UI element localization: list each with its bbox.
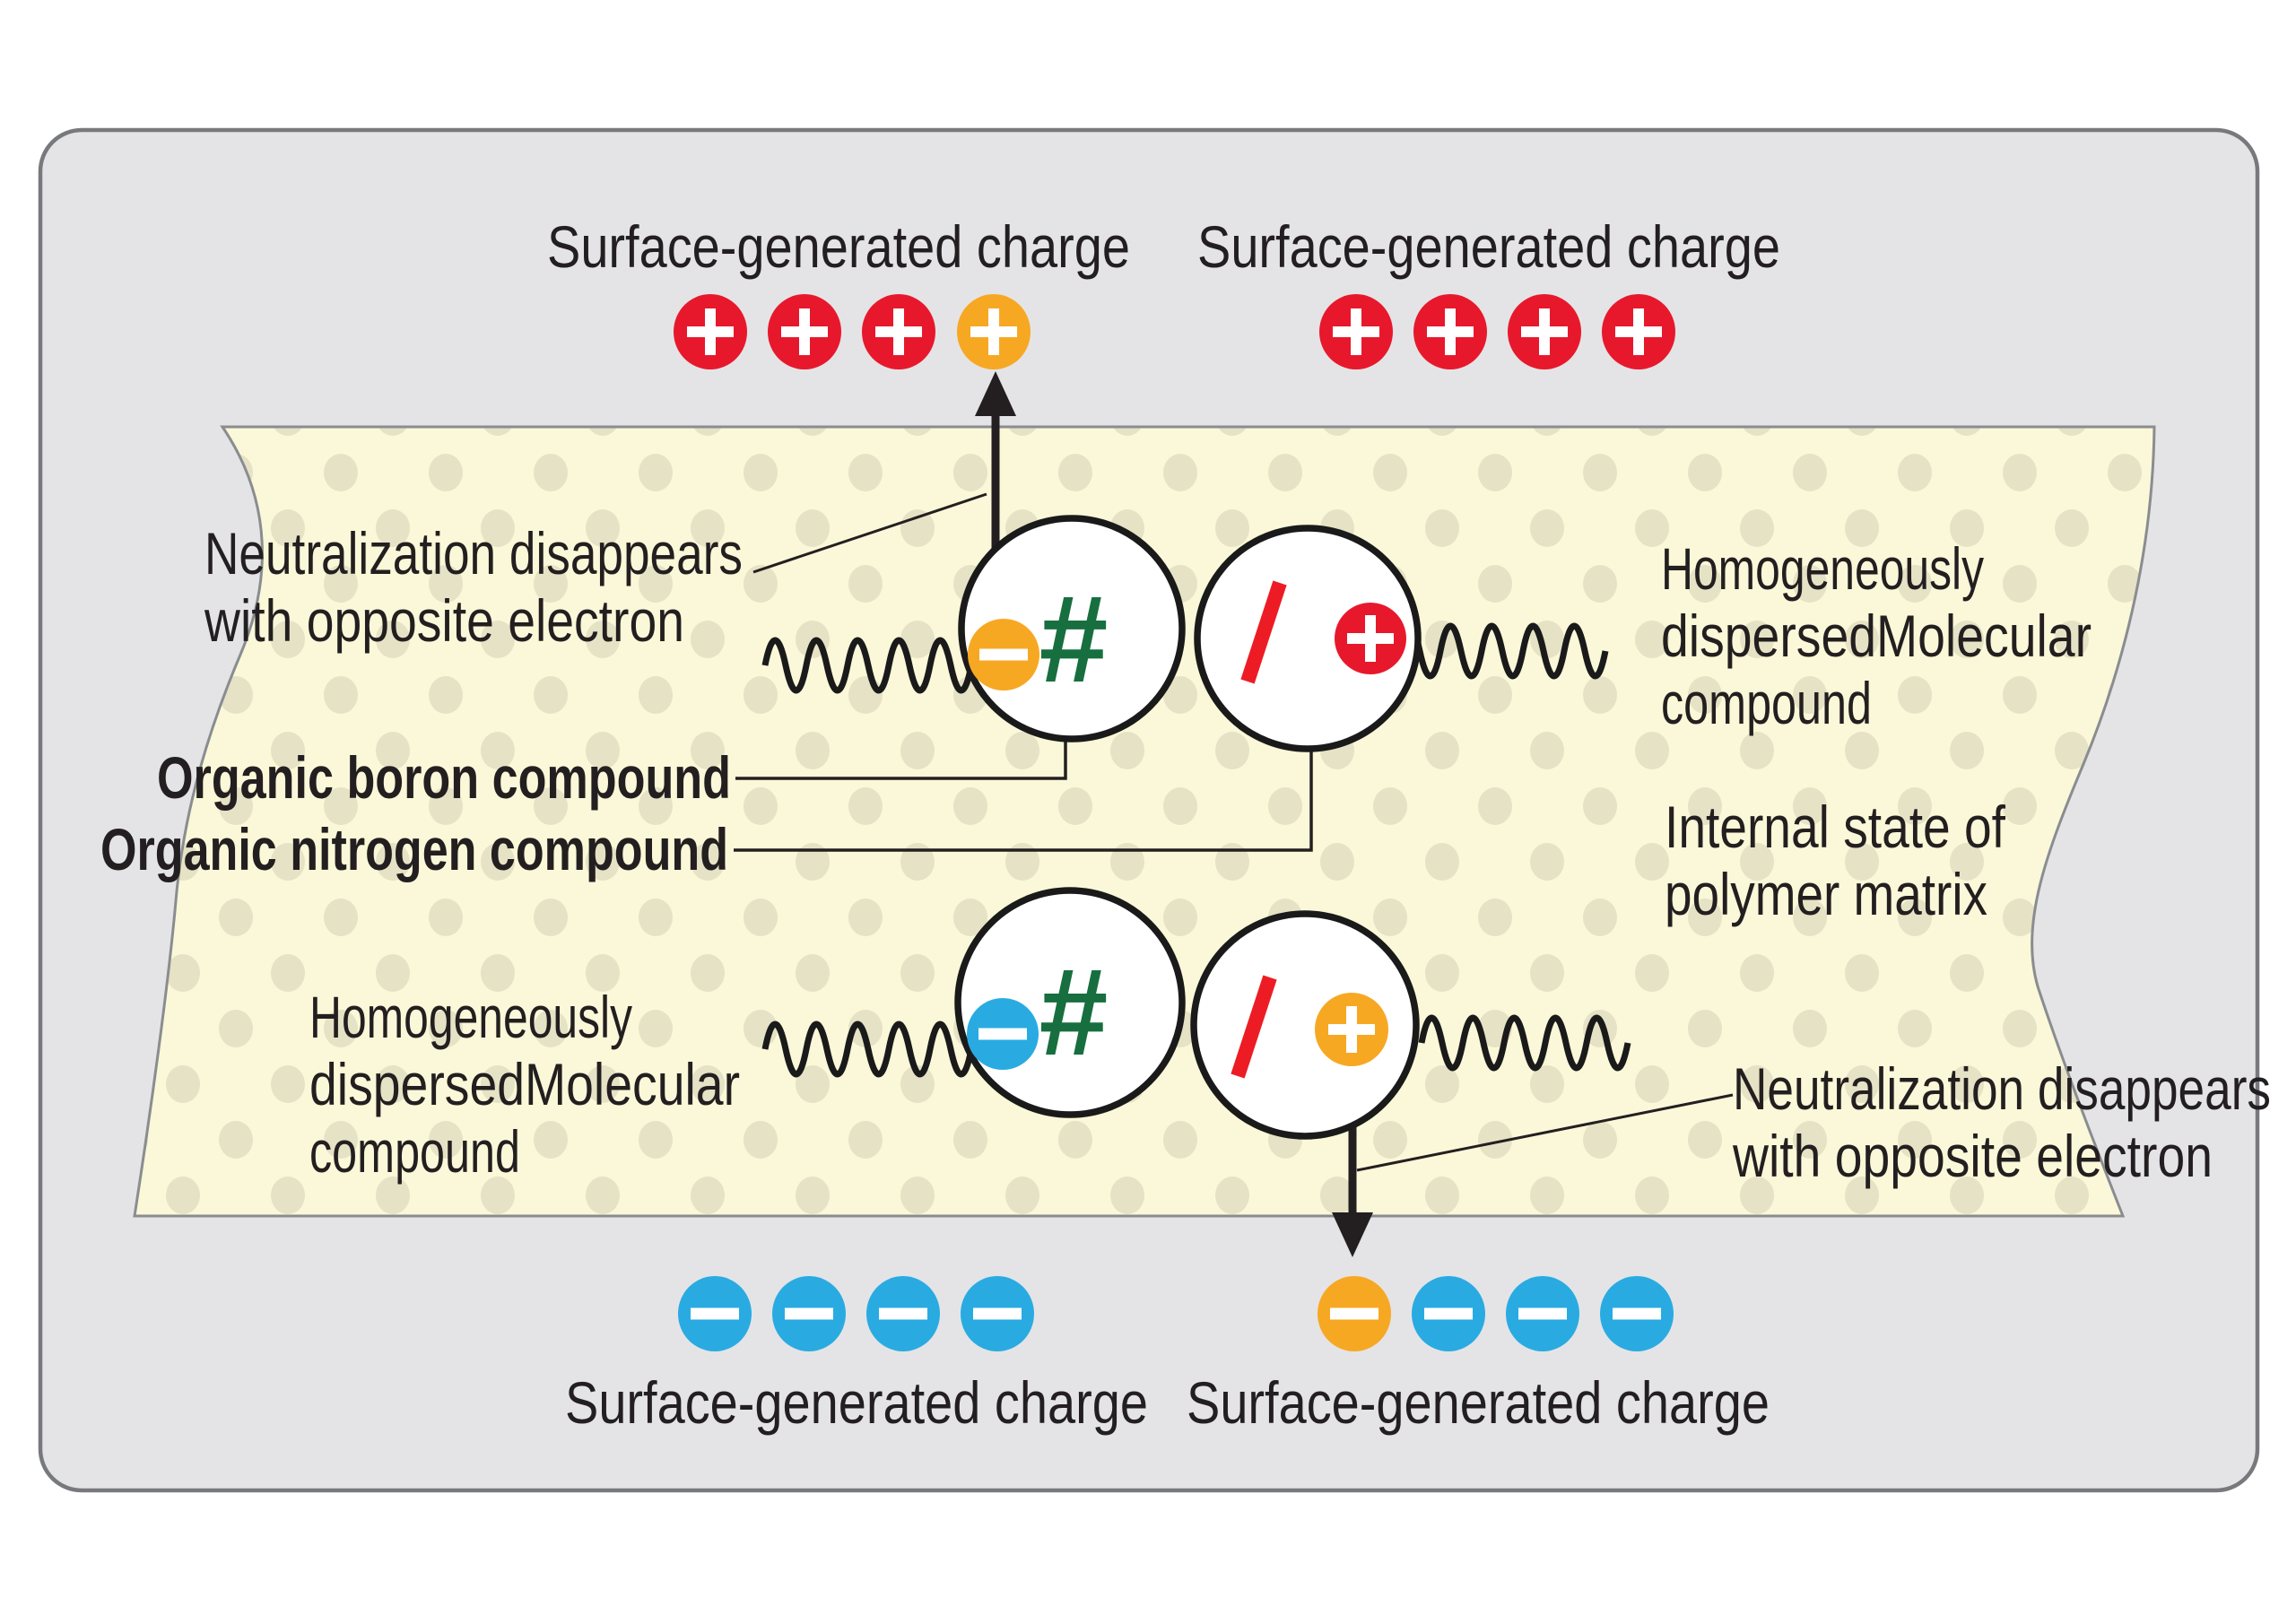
wavy-polymer-chain: [1396, 622, 1609, 680]
label-homogeneous-left: Homogeneously dispersedMolecular compoun…: [309, 984, 740, 1185]
label-internal-state: Internal state of polymer matrix: [1665, 794, 2006, 927]
minus-charge-icon: [772, 1276, 846, 1351]
minus-charge-icon: [1600, 1276, 1674, 1351]
minus-charge-icon: [1412, 1276, 1485, 1351]
label-surface-charge-top-right: Surface-generated charge: [1197, 213, 1780, 280]
plus-charge-icon: [1508, 294, 1581, 369]
connector-organic-boron: [735, 739, 1067, 780]
charge-row-top-right: [1319, 294, 1675, 369]
minus-charge-icon: [968, 619, 1039, 690]
matrix-dot-texture: [133, 425, 2156, 1218]
molecule-circle-nitrogen-top: [1194, 525, 1422, 752]
label-homogeneous-right-line2: dispersedMolecular: [1661, 603, 2092, 669]
minus-charge-icon: [678, 1276, 752, 1351]
plus-charge-icon: [1335, 603, 1406, 674]
plus-charge-icon: [957, 294, 1031, 369]
label-organic-nitrogen: Organic nitrogen compound: [100, 816, 728, 882]
label-homogeneous-right-line1: Homogeneously: [1661, 535, 1984, 602]
charge-row-bottom-left: [678, 1276, 1034, 1351]
label-surface-charge-top-left: Surface-generated charge: [547, 213, 1130, 280]
molecule-pair-top: #: [958, 515, 1422, 752]
label-homogeneous-left-line3: compound: [309, 1118, 520, 1185]
arrowhead-down-icon: [1332, 1212, 1373, 1257]
plus-charge-icon: [1413, 294, 1487, 369]
connector-organic-nitrogen: [734, 748, 1313, 852]
wavy-polymer-chain: [761, 637, 975, 694]
label-neutralization-bottom-line1: Neutralization disappears: [1733, 1055, 2271, 1122]
label-internal-state-line2: polymer matrix: [1665, 861, 1987, 927]
label-internal-state-line1: Internal state of: [1665, 794, 2006, 860]
pointer-line-neutralization-bottom: [1356, 1093, 1734, 1172]
label-neutralization-top-line1: Neutralization disappears: [204, 520, 743, 586]
molecule-pair-bottom: #: [954, 887, 1420, 1140]
charge-row-top-left: [674, 294, 1031, 369]
minus-charge-icon: [967, 998, 1039, 1070]
label-neutralization-top-line2: with opposite electron: [204, 587, 684, 654]
nitrogen-slash-symbol: [1231, 975, 1277, 1079]
label-organic-boron: Organic boron compound: [157, 744, 731, 811]
molecule-circle-nitrogen-bottom: [1190, 910, 1420, 1140]
plus-charge-icon: [768, 294, 841, 369]
plus-charge-icon: [1319, 294, 1393, 369]
plus-charge-icon: [1315, 993, 1388, 1066]
boron-hash-symbol: #: [1039, 943, 1109, 1081]
nitrogen-slash-symbol: [1240, 580, 1287, 684]
label-neutralization-bottom-line2: with opposite electron: [1732, 1123, 2213, 1189]
label-neutralization-bottom: Neutralization disappears with opposite …: [1732, 1055, 2271, 1189]
minus-charge-icon: [961, 1276, 1034, 1351]
boron-hash-symbol: #: [1039, 570, 1109, 708]
plus-charge-icon: [674, 294, 747, 369]
label-homogeneous-left-line1: Homogeneously: [309, 984, 632, 1050]
wavy-polymer-chain: [761, 1020, 975, 1078]
minus-charge-icon: [866, 1276, 940, 1351]
label-homogeneous-right-line3: compound: [1661, 670, 1872, 736]
plus-charge-icon: [1602, 294, 1675, 369]
wavy-polymer-chain: [1418, 1014, 1631, 1072]
label-surface-charge-bottom-right: Surface-generated charge: [1187, 1369, 1770, 1436]
charge-row-bottom-right: [1318, 1276, 1674, 1351]
minus-charge-icon: [1318, 1276, 1391, 1351]
label-homogeneous-left-line2: dispersedMolecular: [309, 1051, 740, 1117]
arrowhead-up-icon: [975, 371, 1016, 416]
label-homogeneous-right: Homogeneously dispersedMolecular compoun…: [1661, 535, 2092, 736]
label-surface-charge-bottom-left: Surface-generated charge: [565, 1369, 1148, 1436]
pointer-line-neutralization-top: [752, 492, 987, 574]
minus-charge-icon: [1506, 1276, 1579, 1351]
plus-charge-icon: [862, 294, 935, 369]
label-neutralization-top: Neutralization disappears with opposite …: [204, 520, 743, 654]
polymer-matrix-band: [133, 425, 2156, 1218]
